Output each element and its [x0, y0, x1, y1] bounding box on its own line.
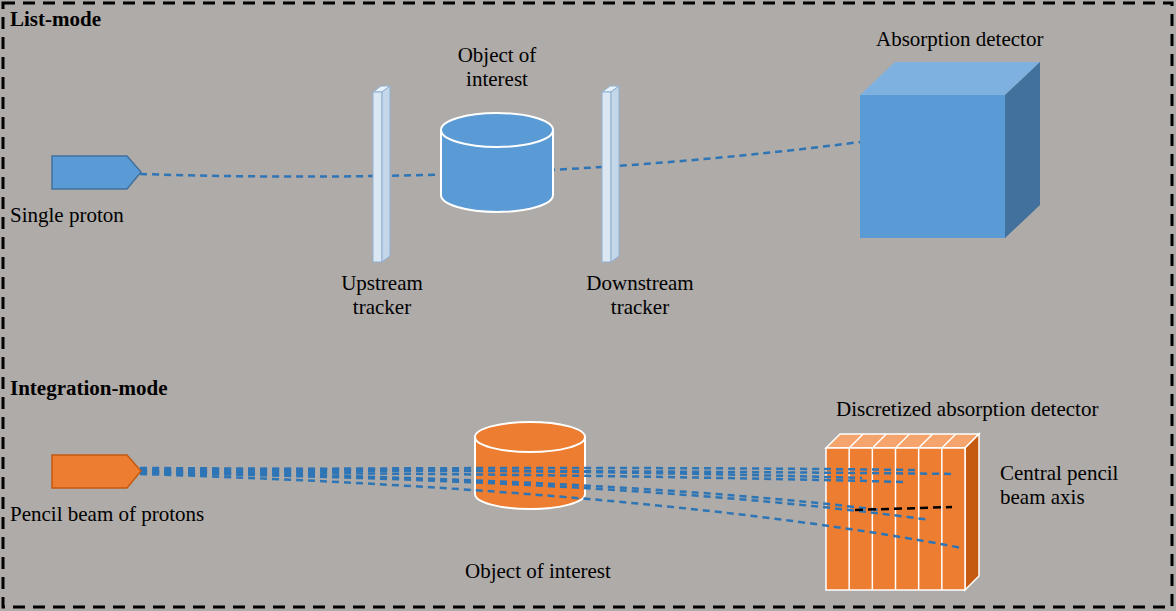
beam-paths [140, 468, 962, 548]
part-label: Single proton [10, 204, 210, 228]
part-label: Upstream tracker [322, 272, 442, 319]
downstream-tracker [602, 86, 619, 262]
object-cylinder [441, 113, 553, 212]
part-label: Pencil beam of protons [10, 503, 270, 527]
orange-cylinder [475, 422, 585, 509]
plate-divider [849, 434, 863, 448]
part-label: Downstream tracker [570, 272, 710, 319]
upstream-tracker [373, 86, 390, 262]
part-label: Absorption detector [876, 28, 1136, 52]
absorption-detector [860, 62, 1040, 238]
part-label: Central pencil beam axis [1000, 462, 1140, 509]
part-label: Object of interest [465, 560, 665, 584]
proton-source [52, 156, 141, 189]
plate-divider [895, 448, 897, 590]
part-label: Discretized absorption detector [836, 398, 1166, 422]
plate-divider [872, 434, 886, 448]
central-axis [855, 507, 952, 510]
pencil-beam-source [52, 455, 141, 488]
frame [3, 3, 1172, 607]
plate-divider [941, 448, 943, 590]
plate-divider [942, 434, 956, 448]
plate-divider [896, 434, 910, 448]
section-heading: Integration-mode [10, 377, 250, 401]
discretized-detector [826, 434, 979, 590]
plate-divider [919, 434, 933, 448]
section-heading: List-mode [10, 8, 210, 32]
part-label: Object of interest [437, 44, 557, 91]
